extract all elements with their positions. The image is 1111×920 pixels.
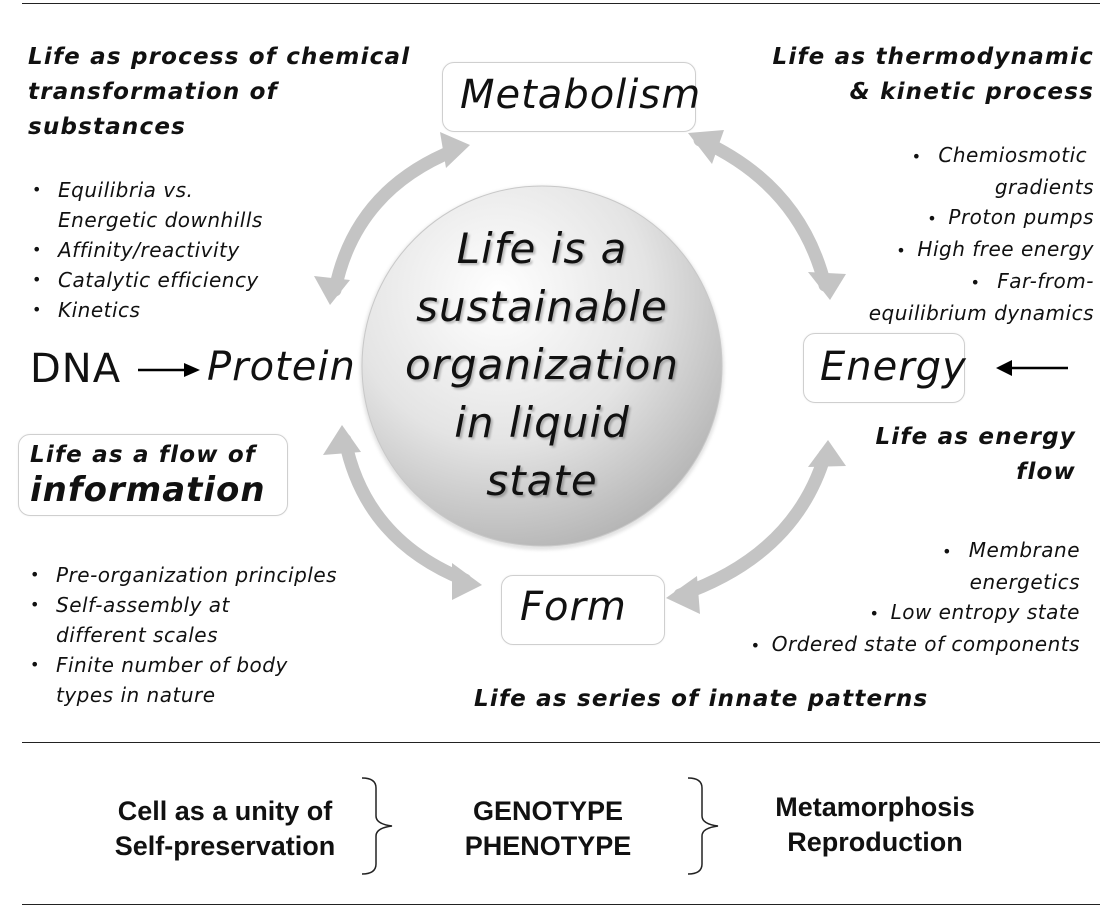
thermodynamic-title: Life as thermodynamic & kinetic process: [772, 44, 1094, 105]
thermodynamic-block: Life as thermodynamic & kinetic process …: [690, 40, 1094, 328]
bullet-item: Catalytic efficiency: [28, 265, 448, 295]
bullet-item: Equilibria vs.Energetic downhills: [28, 175, 448, 235]
information-box: [18, 434, 288, 516]
information-line1: Life as a flow of: [30, 442, 257, 468]
metabolism-label: Metabolism: [460, 72, 702, 118]
bottom-rule: [22, 904, 1100, 905]
bullet-item: • Proton pumps: [927, 205, 1094, 229]
center-line: sustainable: [416, 282, 668, 331]
center-line: organization: [405, 340, 679, 389]
bullet-item: • Far-from-equilibrium dynamics: [868, 269, 1094, 325]
arrow-metabolism-energy: [693, 133, 832, 292]
center-line: state: [486, 456, 598, 505]
arrow-protein-form: [338, 433, 472, 587]
chemical-title: Life as process of chemical transformati…: [28, 44, 411, 140]
footer-bracket-left: [361, 777, 393, 875]
chemical-transformation-block: Life as process of chemical transformati…: [28, 40, 448, 325]
patterns-title: Life as series of innate patterns: [474, 686, 929, 712]
cycle-graphic: [138, 130, 1068, 614]
bullet-item: • Chemiosmotic gradients: [911, 143, 1094, 199]
energy-label: Energy: [820, 344, 967, 390]
center-line: in liquid: [454, 398, 630, 447]
footer-left: Cell as a unity of Self-preservation: [114, 796, 336, 861]
bullet-item: • Low entropy state: [869, 600, 1080, 624]
center-text: Life is a sustainable organization in li…: [402, 220, 682, 510]
dna-label: DNA: [30, 346, 122, 392]
arrow-dna-protein: [138, 363, 200, 377]
arrow-form-energy: [673, 448, 832, 602]
energy-box: [803, 333, 965, 403]
metabolism-box: [442, 62, 696, 132]
pattern-bullets-left: Pre-organization principles Self-assembl…: [26, 560, 406, 710]
bullet-item: Affinity/reactivity: [28, 235, 448, 265]
form-label: Form: [520, 584, 627, 630]
energy-flow-title: Life as energy flow: [875, 424, 1076, 485]
footer-brackets: [361, 777, 719, 875]
footer-middle: GENOTYPE PHENOTYPE: [464, 796, 632, 861]
bullet-item: Pre-organization principles: [26, 560, 406, 590]
footer-right: Metamorphosis Reproduction: [775, 792, 975, 857]
bullet-item: Kinetics: [28, 295, 448, 325]
arrow-into-energy: [996, 360, 1068, 376]
thermodynamic-bullets: • Chemiosmotic gradients • Proton pumps …: [690, 140, 1094, 328]
bullet-item: • Ordered state of components: [750, 632, 1080, 656]
top-rule: [22, 3, 1100, 4]
chemical-bullets: Equilibria vs.Energetic downhills Affini…: [28, 175, 448, 325]
footer-bracket-right: [687, 777, 719, 875]
bullet-item: • High free energy: [896, 237, 1094, 261]
protein-label: Protein: [207, 344, 356, 390]
center-line: Life is a: [456, 224, 628, 273]
form-box: [501, 575, 665, 645]
information-block: Life as a flow of information: [30, 440, 266, 510]
information-line2: information: [30, 470, 266, 510]
middle-rule: [22, 742, 1100, 743]
